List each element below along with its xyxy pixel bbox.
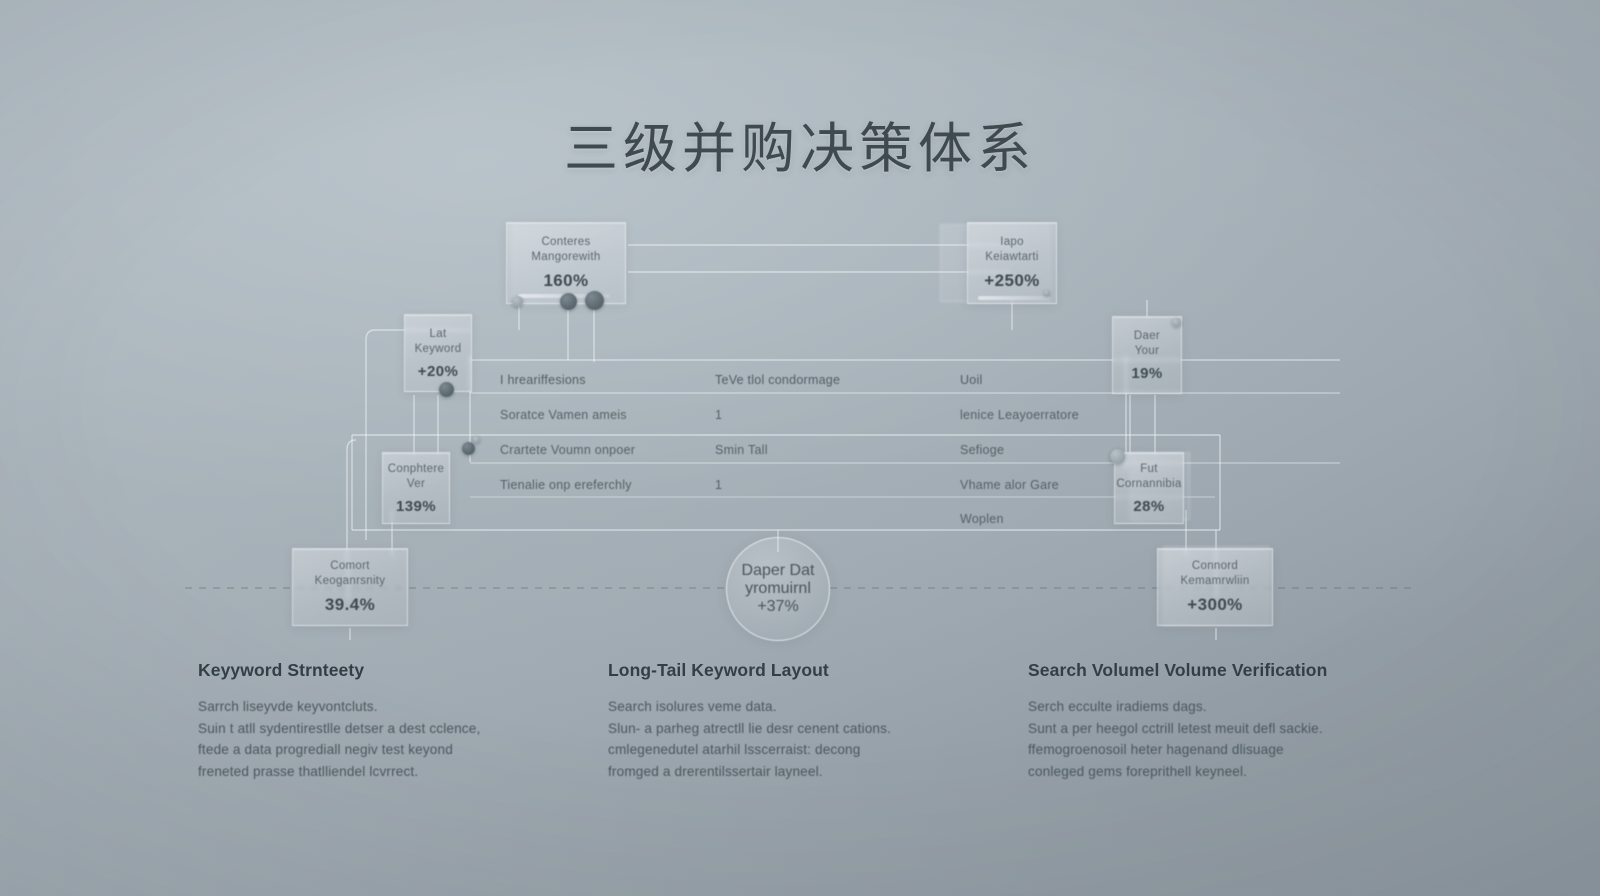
- table-cell: lenice Leayoerratore: [960, 407, 1079, 422]
- column-keyword-strategy: Keyyword Strnteety Sarrch liseyvde keyvo…: [198, 660, 598, 782]
- node-top-right[interactable]: Iapo Keiawtarti +250%: [967, 222, 1057, 304]
- summary-columns: Keyyword Strnteety Sarrch liseyvde keyvo…: [0, 648, 1600, 828]
- table-cell: 1: [715, 407, 723, 422]
- connector-dot: [1110, 449, 1125, 464]
- table-cell: 1: [715, 477, 723, 492]
- node-value: 39.4%: [324, 595, 376, 614]
- node-label: Fut Cornannibia: [1116, 462, 1182, 490]
- table-cell: Crartete Voumn onpoer: [500, 442, 636, 457]
- connector-dot: [462, 442, 475, 455]
- node-value: 28%: [1133, 497, 1165, 515]
- column-body: Serch ecculte iradiems dags. Sunt a per …: [1028, 699, 1323, 779]
- table-row: I hreariffesions TeVe tlol condormage Uo…: [470, 362, 1230, 397]
- table-row: Crartete Voumn onpoer Smin Tall Sefioge: [470, 432, 1230, 467]
- node-bottom-right[interactable]: Connord Kemamrwliin +300%: [1157, 548, 1273, 626]
- node-value: 160%: [543, 271, 589, 290]
- node-label: Daer Your: [1133, 329, 1161, 357]
- node-value: +37%: [757, 598, 799, 615]
- node-value: +300%: [1187, 595, 1243, 614]
- diagram-table: I hreariffesions TeVe tlol condormage Uo…: [470, 362, 1230, 536]
- node-value: 139%: [396, 497, 436, 515]
- node-value: +250%: [984, 271, 1040, 290]
- node-value: 19%: [1131, 364, 1163, 382]
- node-label: Daper Dat yromuirnl: [741, 562, 815, 597]
- column-body: Sarrch liseyvde keyvontcluts. Suin t atl…: [198, 699, 481, 779]
- connector-dot: [473, 436, 480, 443]
- connector-lines: [185, 587, 1415, 589]
- column-heading: Keyyword Strnteety: [198, 660, 365, 680]
- table-row: Woplen: [470, 502, 1230, 536]
- connector-dot: [1044, 290, 1050, 296]
- column-long-tail-layout: Long-Tail Keyword Layout Search isolures…: [608, 660, 1048, 782]
- node-label: Lat Keyword: [414, 327, 462, 355]
- node-bottom-left[interactable]: Comort Keoganrsnity 39.4%: [292, 548, 408, 626]
- column-search-volume-verification: Search Volumel Volume Verification Serch…: [1028, 660, 1448, 782]
- connector-dot: [512, 296, 523, 307]
- table-cell: Sefioge: [960, 442, 1005, 457]
- node-label: Conphtere Ver: [387, 462, 445, 490]
- node-top-left[interactable]: Conteres Mangorewith 160%: [506, 222, 626, 304]
- diagram-canvas: Conteres Mangorewith 160% Iapo Keiawtart…: [185, 222, 1415, 641]
- connector-dot: [560, 293, 577, 310]
- connector-dot: [1172, 318, 1181, 327]
- node-label: Comort Keoganrsnity: [314, 560, 386, 587]
- node-right-mid[interactable]: Fut Cornannibia 28%: [1114, 452, 1184, 524]
- table-cell: Vhame alor Gare: [960, 477, 1059, 492]
- node-value: +20%: [417, 362, 459, 380]
- table-cell: Soratce Vamen ameis: [500, 407, 627, 422]
- column-body: Search isolures veme data. Slun- a parhe…: [608, 699, 892, 779]
- node-left-upper[interactable]: Lat Keyword +20%: [404, 314, 472, 392]
- table-cell: Woplen: [960, 512, 1004, 526]
- node-label: Iapo Keiawtarti: [985, 236, 1039, 263]
- table-cell: I hreariffesions: [500, 372, 586, 387]
- column-heading: Long-Tail Keyword Layout: [608, 660, 829, 680]
- table-row: Tienalie onp ereferchly 1 Vhame alor Gar…: [470, 467, 1230, 502]
- table-cell: TeVe tlol condormage: [715, 372, 841, 387]
- table-cell: Smin Tall: [715, 442, 768, 457]
- node-right-upper[interactable]: Daer Your 19%: [1112, 316, 1182, 394]
- page-title: 三级并购决策体系: [564, 117, 1036, 180]
- node-center-summary[interactable]: Daper Dat yromuirnl +37%: [726, 537, 830, 641]
- connector-dot: [585, 291, 604, 310]
- table-row: Soratce Vamen ameis 1 lenice Leayoerrato…: [470, 397, 1230, 432]
- table-cell: Uoil: [960, 372, 983, 387]
- progress-bar-top-right: [978, 296, 1050, 300]
- node-label: Conteres Mangorewith: [531, 236, 601, 263]
- column-heading: Search Volumel Volume Verification: [1028, 660, 1328, 680]
- connector-dot: [439, 382, 454, 397]
- node-label: Connord Kemamrwliin: [1180, 560, 1250, 587]
- table-cell: Tienalie onp ereferchly: [500, 477, 632, 492]
- node-left-mid[interactable]: Conphtere Ver 139%: [382, 452, 450, 524]
